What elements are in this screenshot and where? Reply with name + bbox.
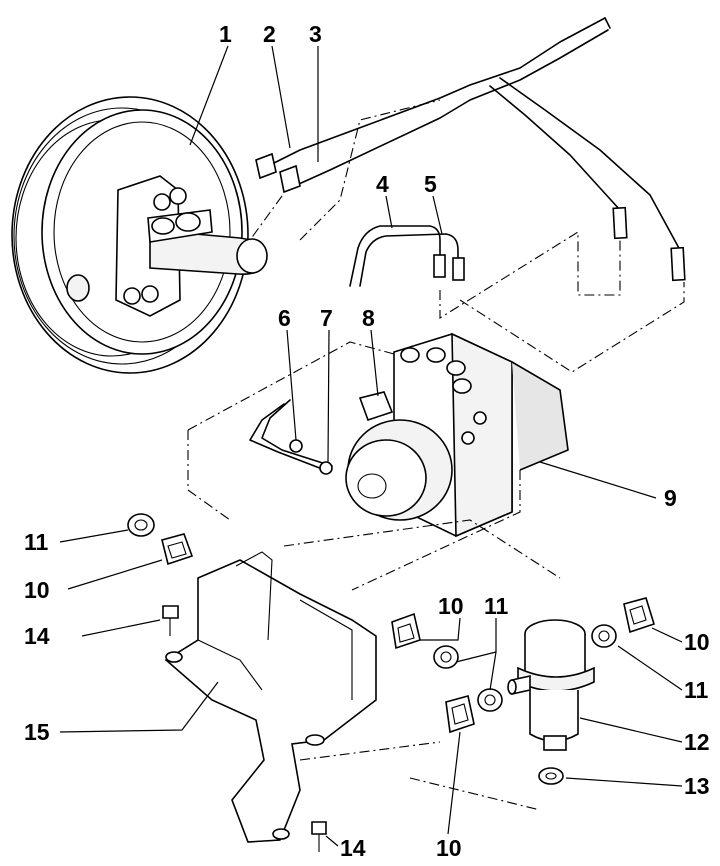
callout-3: 3 [309, 21, 322, 47]
callout-4: 4 [376, 171, 389, 197]
washer-13 [538, 767, 564, 785]
callout-12: 12 [684, 729, 710, 755]
callout-8: 8 [362, 305, 375, 331]
callout-14-upper: 14 [24, 623, 50, 649]
grommet-lower [445, 695, 475, 734]
grommet-upper-left [161, 533, 194, 566]
callout-10-mid: 10 [438, 593, 464, 619]
bolt-upper [162, 605, 179, 636]
callout-10-lower: 10 [436, 835, 462, 861]
callout-15: 15 [24, 719, 50, 745]
mounting-bracket [164, 519, 561, 843]
callout-11-right: 11 [684, 677, 709, 703]
callout-2: 2 [263, 21, 276, 47]
bolt-lower [311, 821, 327, 852]
master-cylinder [115, 175, 268, 317]
callout-5: 5 [424, 171, 437, 197]
abs-hydraulic-unit [187, 332, 569, 591]
callout-10-right: 10 [684, 629, 710, 655]
callout-14-lower: 14 [340, 835, 366, 861]
nut-right [591, 624, 617, 648]
callout-1: 1 [219, 21, 232, 47]
callout-9: 9 [664, 485, 677, 511]
callout-7: 7 [320, 305, 333, 331]
vacuum-pump [507, 619, 595, 751]
callout-6: 6 [278, 305, 291, 331]
callout-10-upper-left: 10 [24, 577, 50, 603]
leader-lines [59, 45, 683, 847]
guide-line-upper-right-2 [459, 282, 685, 373]
guide-line-upper-right [439, 231, 621, 319]
brake-lines-short [349, 225, 465, 287]
callout-13: 13 [684, 773, 710, 799]
nut-lower [477, 688, 503, 712]
grommet-right [623, 597, 655, 634]
nut-mid [433, 645, 459, 669]
brake-lines-master [249, 17, 686, 282]
callout-11-upper-left: 11 [24, 529, 49, 555]
callout-11-mid: 11 [484, 593, 509, 619]
grommet-mid [391, 612, 421, 650]
nut-upper-left [127, 513, 155, 537]
